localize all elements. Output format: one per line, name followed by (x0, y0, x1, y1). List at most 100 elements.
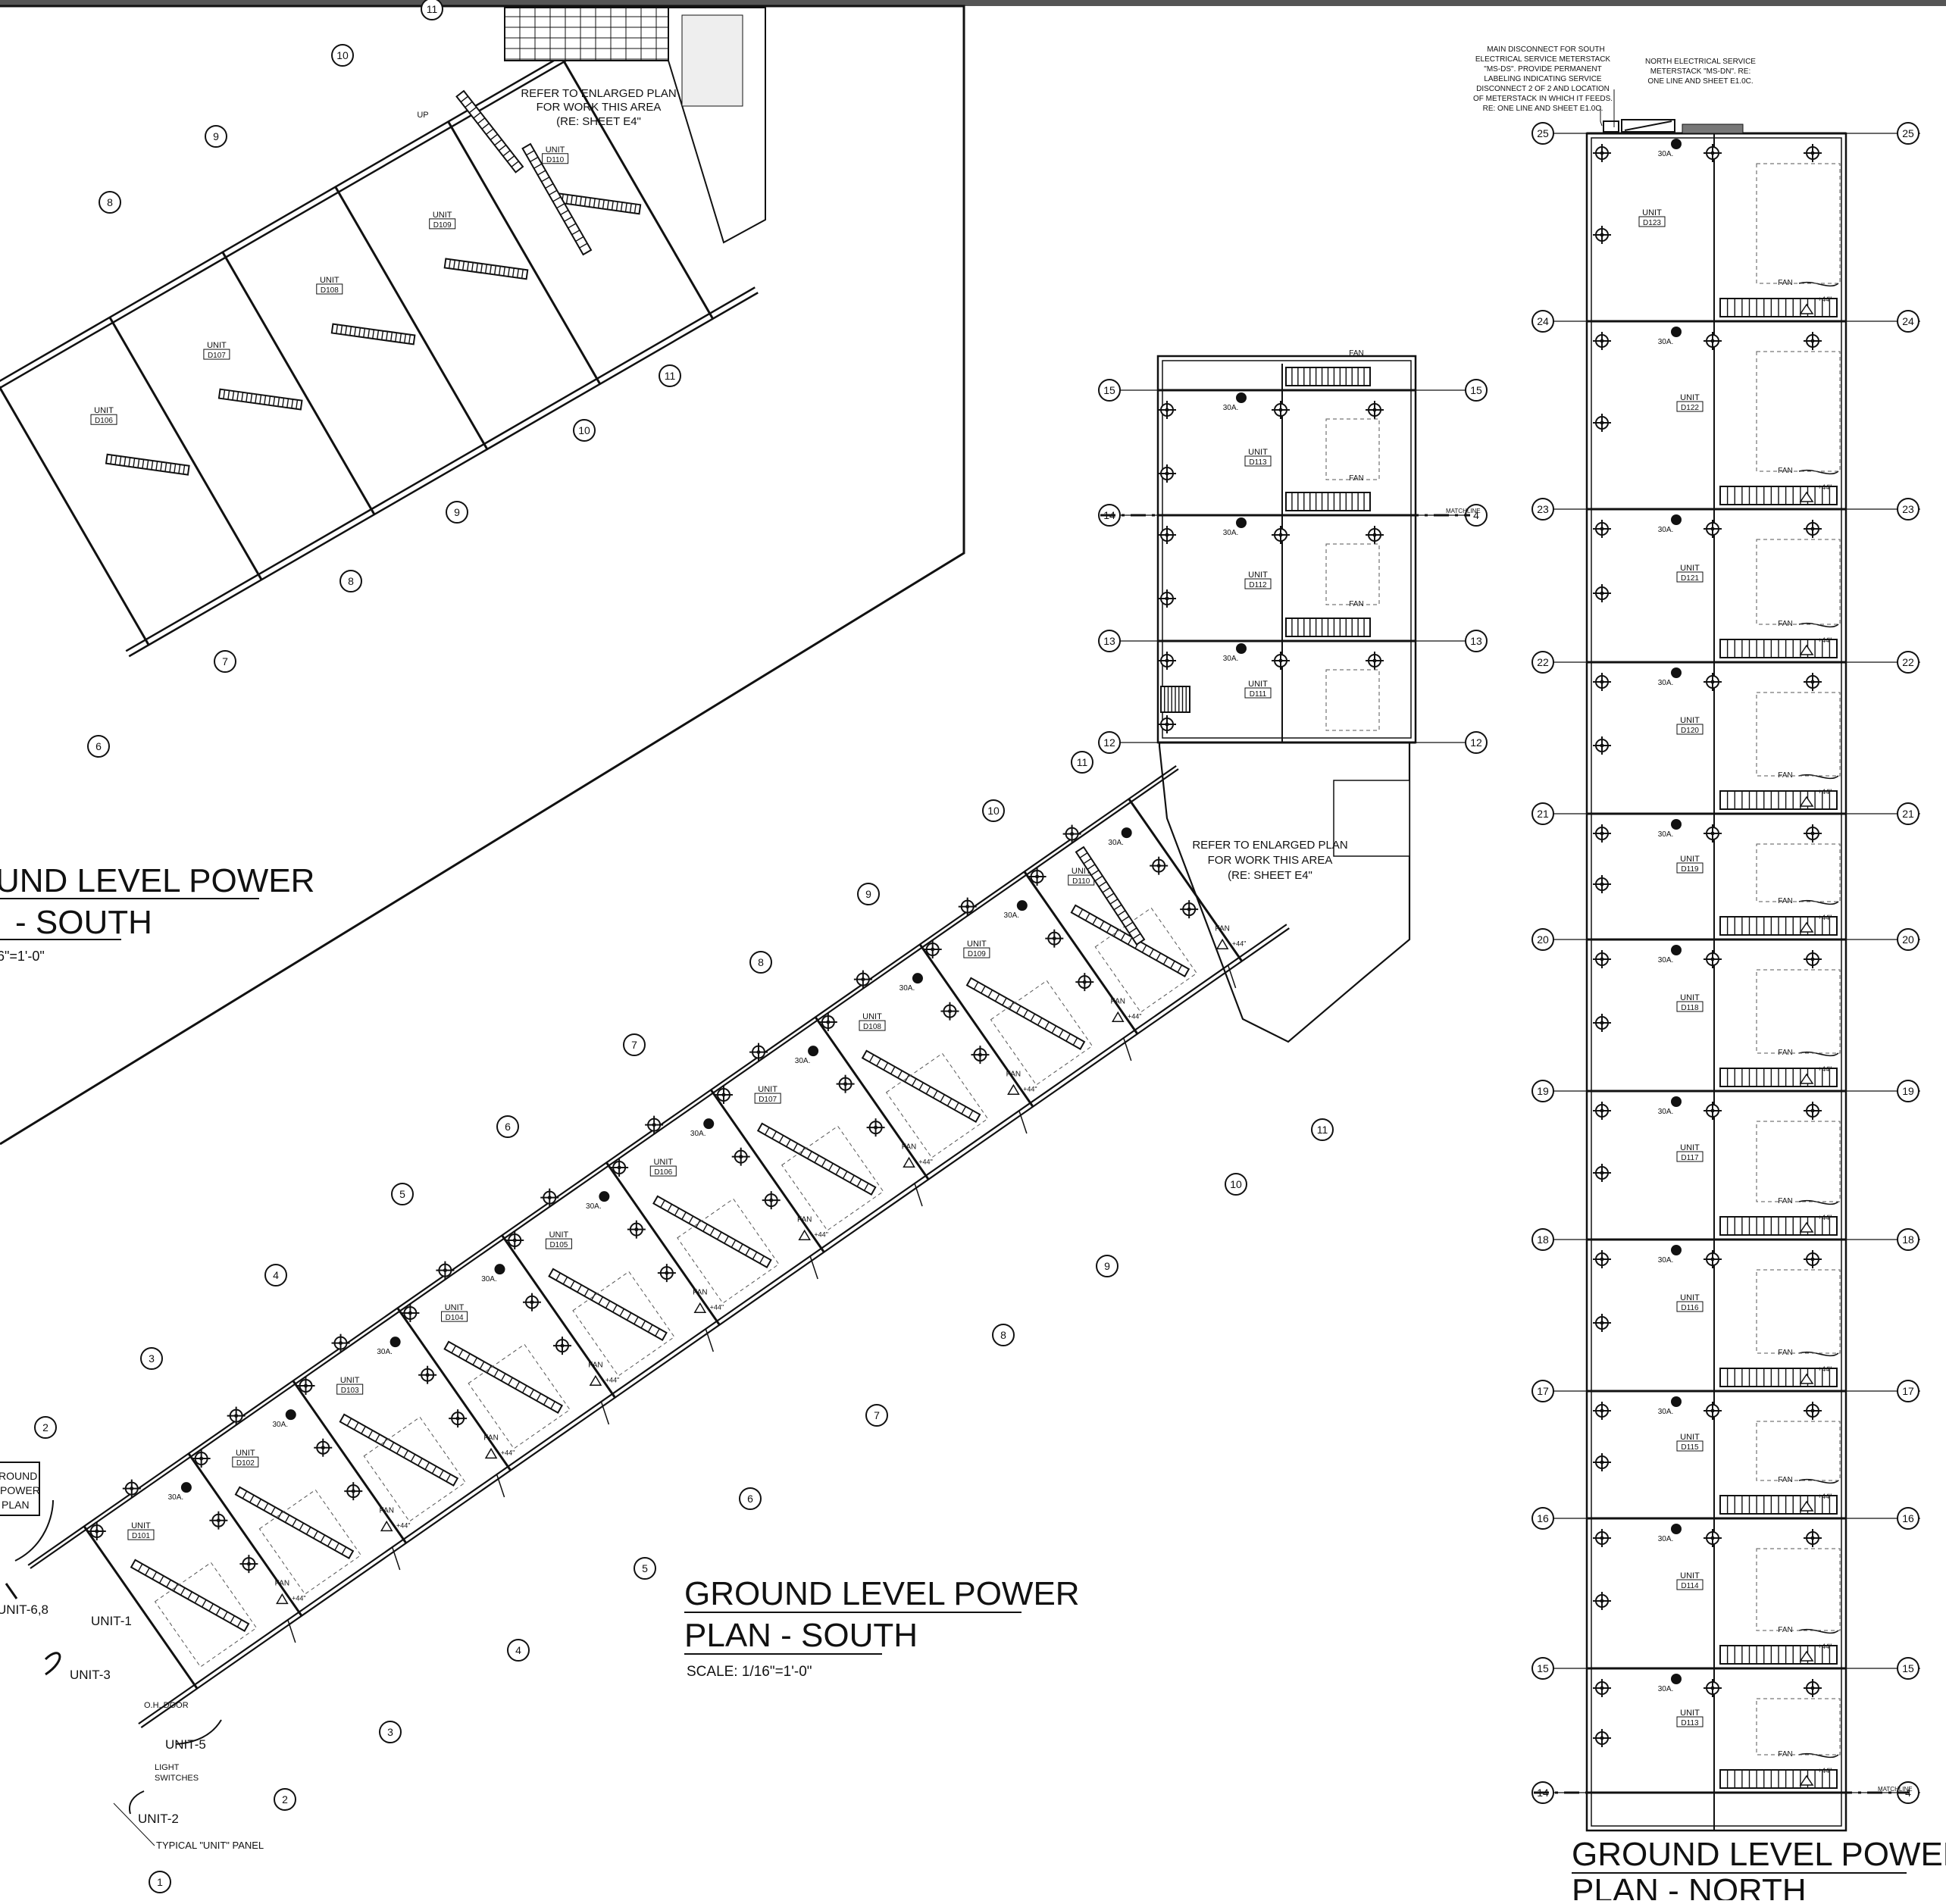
receptacle-icon (749, 1043, 768, 1061)
north-grid-right-21: 21 (1897, 802, 1919, 825)
receptacle-icon (1804, 1679, 1822, 1697)
amp-label: 30A. (1658, 150, 1674, 158)
receptacle-icon (818, 1013, 837, 1032)
panel-label-unit-6-8: UNIT-6,8 (0, 1602, 48, 1617)
south-grid-bottom-8: 8 (992, 1324, 1015, 1346)
north-grid-left-18: 18 (1531, 1228, 1554, 1251)
height-label: +44" (1818, 914, 1832, 921)
north-grid-left-25: 25 (1531, 122, 1554, 145)
fan-label: FAN (1349, 474, 1363, 483)
triangle-icon (1007, 1083, 1020, 1096)
height-label: +44" (1128, 1012, 1141, 1020)
height-label: +44" (292, 1594, 305, 1602)
receptacle-icon (714, 1086, 733, 1105)
grid-bubble-circle (507, 1639, 530, 1662)
door-swing (1123, 1037, 1132, 1061)
south-grid-bottom-2: 2 (274, 1788, 296, 1811)
fan-label: FAN (483, 1433, 498, 1442)
grid-bubble-label: 22 (1902, 656, 1914, 668)
grid-bubble-label: 7 (874, 1409, 880, 1421)
fan-label: FAN (1778, 897, 1792, 905)
receptacle-icon (1704, 332, 1722, 350)
south-grid-top-9: 9 (857, 883, 880, 905)
grid-bubble-label: 11 (427, 3, 438, 15)
receptacle-icon (1704, 1250, 1722, 1268)
height-label: +44" (710, 1303, 724, 1311)
grid-bubble-label: 25 (1902, 127, 1914, 139)
unit-code: D114 (1681, 1582, 1699, 1590)
disconnect-30a-icon: 30A. (1658, 667, 1682, 687)
grid-bubble-circle (214, 650, 236, 673)
inset-demising-wall (447, 120, 602, 385)
middle-stair (1285, 492, 1371, 511)
height-label: +44" (605, 1376, 619, 1383)
note-left-1: MAIN DISCONNECT FOR SOUTH (1487, 45, 1604, 54)
inset-title-line2: - SOUTH (15, 904, 152, 941)
receptacle-icon (1272, 526, 1290, 544)
garage-outline (1325, 418, 1380, 480)
receptacle-icon (940, 1002, 959, 1021)
triangle-icon (1799, 1774, 1814, 1786)
fan-label: FAN (275, 1579, 289, 1587)
grid-bubble-label: 8 (348, 575, 354, 587)
north-grid-left-24: 24 (1531, 310, 1554, 333)
inset-title-block: UND LEVEL POWER - SOUTH 6"=1'-0" (0, 862, 314, 964)
inset-up-label: UP (417, 111, 428, 120)
grid-bubble-circle (1531, 1080, 1554, 1102)
north-title-line2: PLAN - NORTH (1572, 1872, 1807, 1900)
height-label: +44" (1818, 295, 1832, 303)
amp-label: 30A. (1004, 911, 1020, 920)
middle-grid-left-13: 13 (1098, 630, 1121, 652)
north-service-notes: MAIN DISCONNECT FOR SOUTH ELECTRICAL SER… (1473, 45, 1756, 127)
south-demising-wall (501, 1234, 616, 1399)
inset-wall (0, 34, 610, 389)
main-disconnect-icon (1603, 120, 1619, 133)
unit-label: UNIT (549, 1230, 569, 1240)
inset-grid-bottom-6: 6 (87, 735, 110, 758)
receptacle-icon (853, 970, 872, 989)
inset-demising-wall (560, 55, 714, 320)
grid-bubble-label: 9 (213, 130, 219, 142)
grid-bubble-circle (331, 44, 354, 67)
north-title-line1: GROUND LEVEL POWER (1572, 1836, 1946, 1873)
inset-stair (330, 323, 416, 345)
inset-scale: 6"=1'-0" (0, 949, 45, 964)
receptacle-icon (1158, 589, 1176, 608)
garage-outline (781, 1125, 884, 1231)
grid-bubble-circle (1096, 1255, 1118, 1277)
height-label: +44" (396, 1521, 410, 1529)
unit-code: D120 (1681, 727, 1699, 735)
disconnect-30a-icon: 30A. (1223, 517, 1247, 537)
grid-bubble-label: 4 (273, 1269, 279, 1281)
triangle-icon (589, 1374, 602, 1387)
south-title-block: GROUND LEVEL POWER PLAN - SOUTH SCALE: 1… (684, 1575, 1080, 1680)
amp-label: 30A. (481, 1275, 497, 1283)
triangle-icon (1799, 491, 1814, 502)
grid-bubble-label: 23 (1537, 503, 1549, 515)
grid-bubble-label: 6 (505, 1121, 511, 1133)
grid-bubble-circle (739, 1487, 762, 1510)
grid-bubble-circle (1897, 1380, 1919, 1402)
top-border (0, 0, 1946, 6)
grid-bubble-label: 6 (747, 1493, 753, 1505)
note-right-3: ONE LINE AND SHEET E1.0C. (1647, 77, 1753, 86)
south-wall (30, 768, 1179, 1569)
receptacle-icon (314, 1438, 333, 1457)
receptacle-icon (1062, 824, 1081, 843)
height-label: +44" (814, 1230, 828, 1238)
note-right-1: NORTH ELECTRICAL SERVICE (1645, 58, 1756, 66)
grid-bubble-circle (1897, 802, 1919, 825)
receptacle-icon (1593, 875, 1611, 893)
amp-label: 30A. (1108, 839, 1124, 847)
grid-bubble-circle (446, 501, 468, 524)
disconnect-30a-icon: 30A. (1108, 827, 1132, 847)
grid-bubble-label: 8 (107, 196, 113, 208)
